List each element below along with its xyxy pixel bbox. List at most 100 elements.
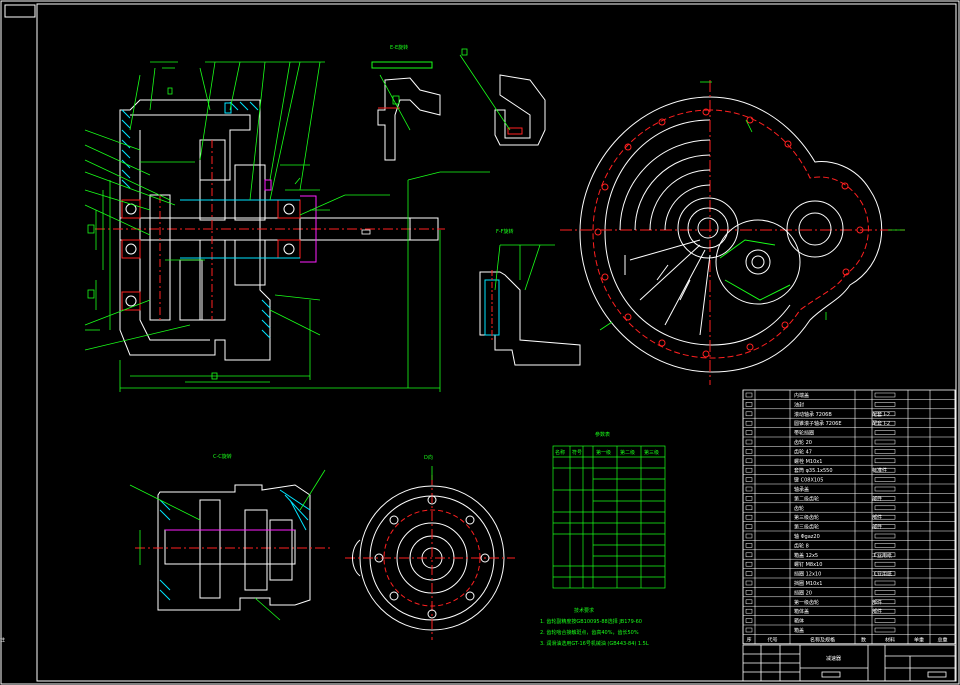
bom-row-name: 齿轮 47 [794, 448, 812, 455]
tech-req-item: 2. 齿轮啮合接触斑点，齿高40%，齿长50% [540, 629, 639, 636]
tech-req-item: 3. 润滑油选用GT-16号机械油 (GB443-84) 1.5L [540, 640, 649, 647]
bom-row-note: 工业用纸 [872, 571, 892, 578]
bom-row-material-box [874, 458, 896, 464]
bom-row-note: 配套 I-2 [872, 411, 890, 418]
bom-row-marker [745, 590, 753, 595]
view-label-f-f: F-F旋转 [496, 228, 514, 235]
bom-row-name: 箱体 [794, 618, 804, 625]
bom-row-material-box [874, 524, 896, 529]
bom-row-material-box [874, 590, 896, 595]
bom-row-marker [745, 505, 753, 511]
bom-row-name: 键 C08X105 [794, 477, 823, 484]
bom-row-material-box [874, 580, 896, 586]
bom-row-marker [745, 420, 753, 426]
bom-row-note: 配套 I-2 [872, 420, 890, 427]
bom-row-material-box [874, 627, 896, 633]
bom-row-name: 齿轮 [794, 505, 804, 512]
bom-row-marker [745, 580, 753, 586]
bom-row-name: 螺栓 M10x1 [794, 458, 822, 465]
bom-row-note: 部件 [872, 495, 882, 502]
bom-row-name: 挡圈 20 [794, 589, 812, 596]
d-view-cover [345, 466, 515, 640]
bom-row-marker [745, 533, 753, 539]
bom-row-marker [745, 477, 753, 482]
bom-row-marker [745, 467, 753, 473]
bom-row-marker [745, 449, 753, 454]
bom-row-name: 箱盖 [794, 627, 804, 634]
bom-row-marker [745, 458, 753, 464]
bom-row-name: 齿轮 20 [794, 439, 812, 446]
inner-frame [36, 3, 957, 682]
tech-req-item: 1. 齿轮副精度按GB10095-88选择 JB179-60 [540, 618, 642, 625]
param-table-title: 参数表 [595, 431, 610, 438]
e-e-detail-right [459, 48, 546, 146]
c-c-section [129, 469, 330, 621]
tech-req-title: 技术要求 [574, 607, 594, 614]
bom-row-material-box [874, 496, 896, 501]
bom-row-marker [745, 608, 753, 614]
bom-row-name: 套筒 φ35.1x550 [794, 467, 833, 474]
bom-header-cell: 总重 [937, 636, 947, 643]
main-section-view [95, 99, 445, 361]
param-table [552, 445, 666, 589]
bom-row-material-box [874, 477, 896, 482]
bom-row-marker [745, 618, 753, 623]
bom-row-marker [745, 599, 753, 605]
bom-row-name: 第三级齿轮 [794, 514, 819, 521]
bom-row-material-box [874, 533, 896, 539]
bom-row-marker [745, 543, 753, 548]
view-label-d: D向 [424, 454, 433, 461]
bom-row-marker [745, 496, 753, 501]
bom-row-material-box [874, 402, 896, 407]
bom-header-cell: 代号 [767, 636, 777, 643]
bom-row-note: 标准件 [872, 467, 887, 474]
bom-row-marker [745, 439, 753, 445]
bom-row-marker [745, 430, 753, 435]
svg-text:第一级: 第一级 [596, 449, 611, 456]
bom-row-material-box [874, 599, 896, 605]
e-e-section [371, 61, 441, 161]
bom-row-material-box [874, 608, 896, 614]
bom-row-material-box [874, 571, 896, 576]
svg-text:第三级: 第三级 [644, 449, 659, 456]
bom-row-name: 箱体盖 [794, 608, 809, 615]
bom-row-material-box [874, 411, 896, 417]
bom-row-name: 带轮挡圈 [794, 430, 814, 437]
svg-text:名称: 名称 [555, 449, 565, 456]
svg-text:符号: 符号 [572, 449, 582, 456]
bom-row-marker [745, 627, 753, 633]
bom-row-name: 螺钉 M8x10 [794, 561, 822, 568]
bom-row-note: 工业用纸 [872, 552, 892, 559]
bom-row-material-box [874, 449, 896, 454]
bom-row-name: 挡圈 M10x1 [794, 580, 822, 587]
bom-header-cell: 名称及规格 [810, 636, 835, 643]
bom-row-name: 圆锥滚子轴承 7206E [794, 420, 841, 427]
bom-row-material-box [874, 561, 896, 567]
bom-row-marker [745, 524, 753, 529]
bom-row-material-box [874, 514, 896, 520]
bom-row-name: 内端盖 [794, 392, 809, 399]
bom-row-note: 部件 [872, 524, 882, 531]
bom-row-material-box [874, 486, 896, 492]
file-tab [4, 4, 36, 18]
bom-row-name: 油封 [794, 401, 804, 408]
bom-row-name: 箱盖 12x5 [794, 552, 818, 559]
bom-row-name: 轴承盖 [794, 486, 809, 493]
view-label-e-e: E-E旋转 [390, 44, 408, 51]
bom-row-material-box [874, 552, 896, 558]
param-table-headers: 名称 符号 第一级 第二级 第三级 [555, 449, 659, 456]
view-label-c-c: C-C旋转 [213, 453, 232, 460]
bom-row-material-box [874, 392, 896, 398]
main-view-labels [87, 87, 371, 380]
end-view-housing [560, 80, 905, 385]
bom-row-material-box [874, 430, 896, 435]
bom-row-marker [745, 514, 753, 520]
bom-row-note: 部件 [872, 514, 882, 521]
bom-row-name: 第三级齿轮 [794, 524, 819, 531]
bom-row-name: 挡圈 12x10 [794, 571, 821, 578]
bom-row-note: 部件 [872, 608, 882, 615]
bom-header-cell: 附注 [0, 636, 5, 643]
bom-row-name: 齿轮 8 [794, 542, 809, 549]
